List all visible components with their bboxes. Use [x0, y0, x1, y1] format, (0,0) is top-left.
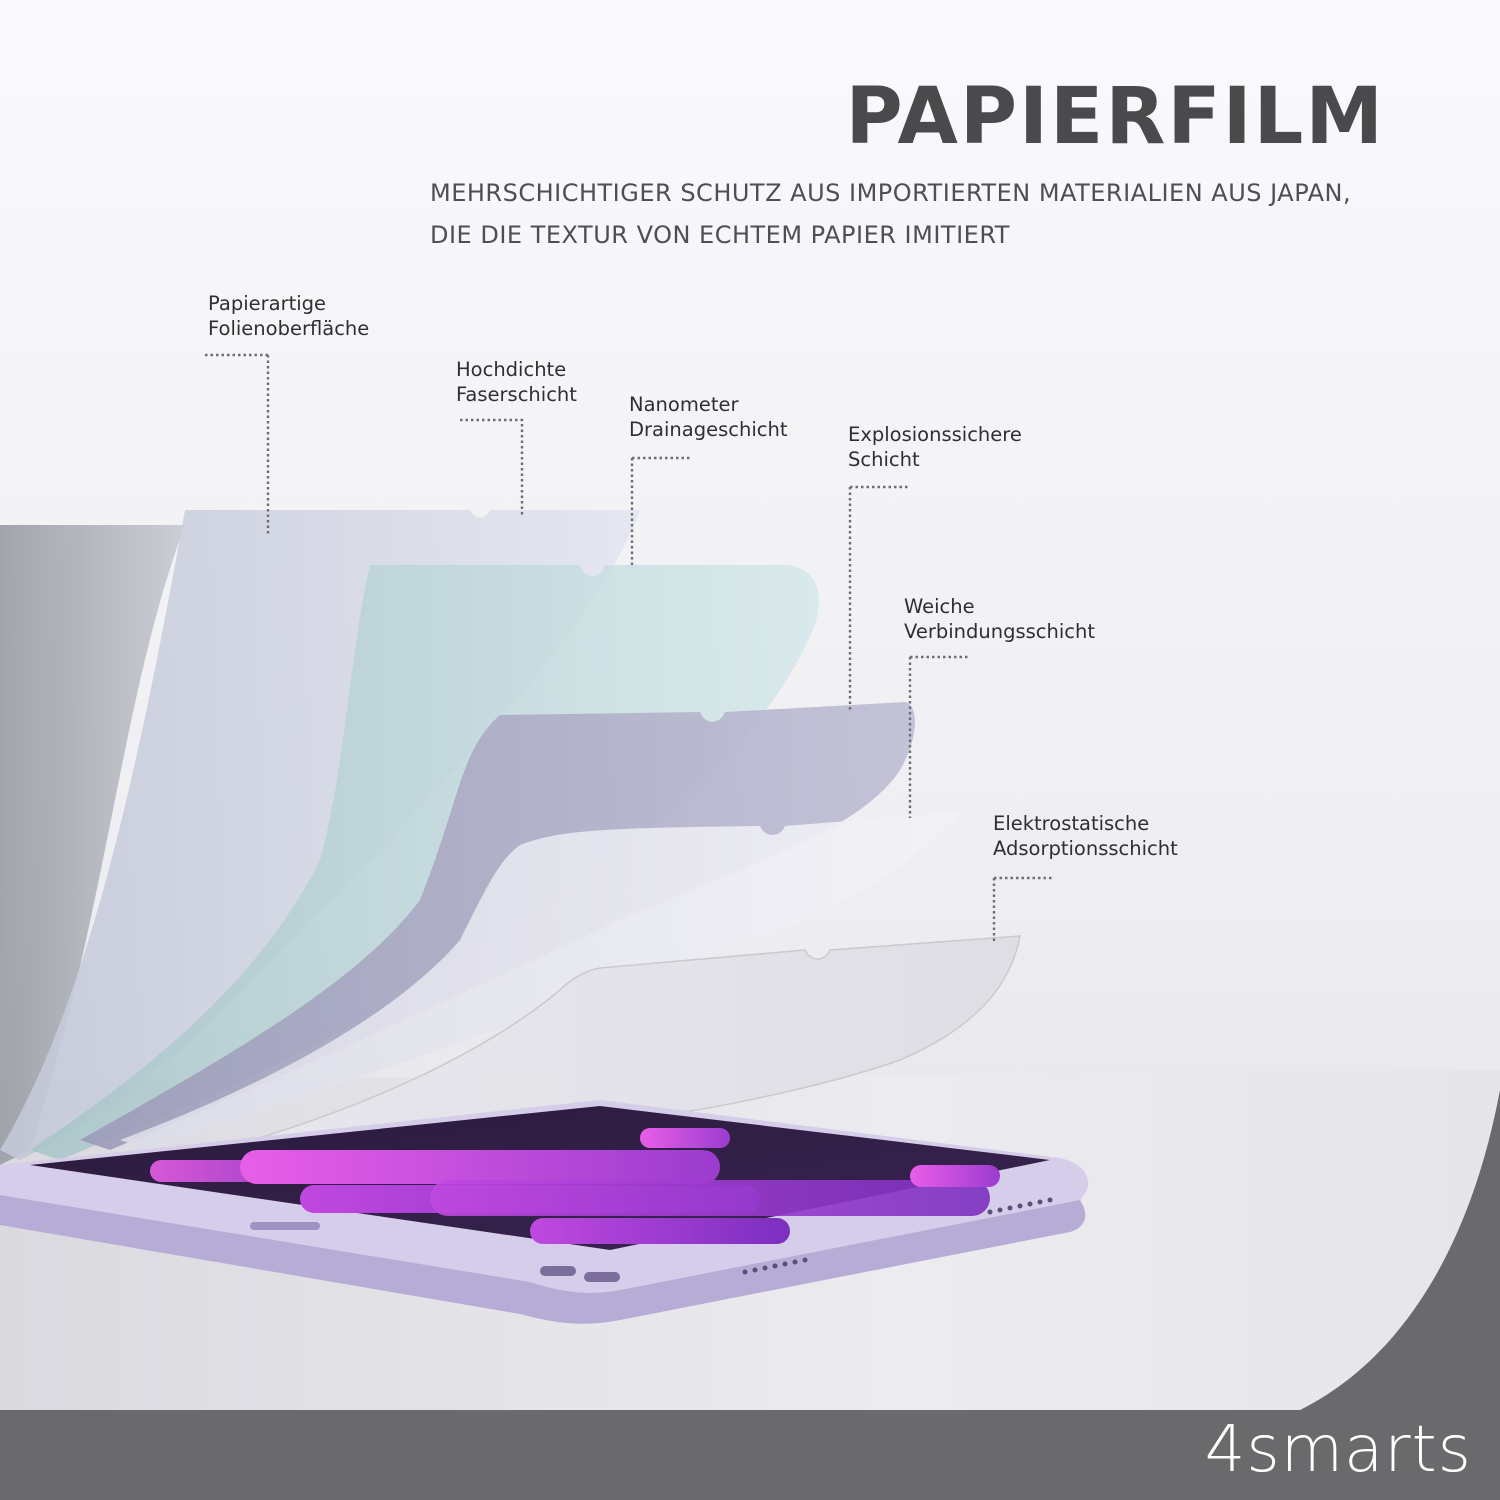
- subtitle-line-2: DIE DIE TEXTUR VON ECHTEM PAPIER IMITIER…: [430, 221, 1010, 249]
- leader-line-4: [848, 485, 910, 712]
- leader-line-1: [205, 353, 270, 535]
- tablet: [0, 1100, 1089, 1324]
- layer-label-line: Adsorptionsschicht: [993, 837, 1178, 860]
- layer-label-drainage: Nanometer Drainageschicht: [629, 392, 787, 442]
- layer-label-electrostatic: Elektrostatische Adsorptionsschicht: [993, 811, 1178, 861]
- layer-label-line: Papierartige: [208, 292, 327, 315]
- layer-label-line: Folienoberfläche: [208, 317, 370, 340]
- leader-line-3: [630, 456, 690, 565]
- footer-band: [0, 1410, 1500, 1500]
- corner-swoosh: [1300, 1090, 1500, 1410]
- layer-label-line: Nanometer: [629, 393, 739, 416]
- page-subtitle: MEHRSCHICHTIGER SCHUTZ AUS IMPORTIERTEN …: [430, 172, 1450, 256]
- layer-label-line: Hochdichte: [456, 358, 567, 381]
- layer-label-line: Schicht: [848, 448, 920, 471]
- brand-logo: 4smarts: [1204, 1413, 1472, 1487]
- layer-label-line: Elektrostatische: [993, 812, 1150, 835]
- page-title: PAPIERFILM: [845, 72, 1385, 162]
- layer-label-line: Drainageschicht: [629, 418, 788, 441]
- leader-line-2: [460, 418, 524, 515]
- layer-label-paper-surface: Papierartige Folienoberfläche: [208, 291, 369, 341]
- layer-label-line: Faserschicht: [456, 383, 577, 406]
- layer-label-fiber: Hochdichte Faserschicht: [456, 357, 577, 407]
- layer-label-soft-bond: Weiche Verbindungsschicht: [904, 594, 1095, 644]
- layer-label-explosion-proof: Explosionssichere Schicht: [848, 422, 1022, 472]
- layer-label-line: Weiche: [904, 595, 975, 618]
- subtitle-line-1: MEHRSCHICHTIGER SCHUTZ AUS IMPORTIERTEN …: [430, 179, 1352, 207]
- leader-line-6: [992, 876, 1052, 942]
- layer-label-line: Verbindungsschicht: [904, 620, 1096, 643]
- layer-label-line: Explosionssichere: [848, 423, 1022, 446]
- leader-line-5: [908, 655, 970, 818]
